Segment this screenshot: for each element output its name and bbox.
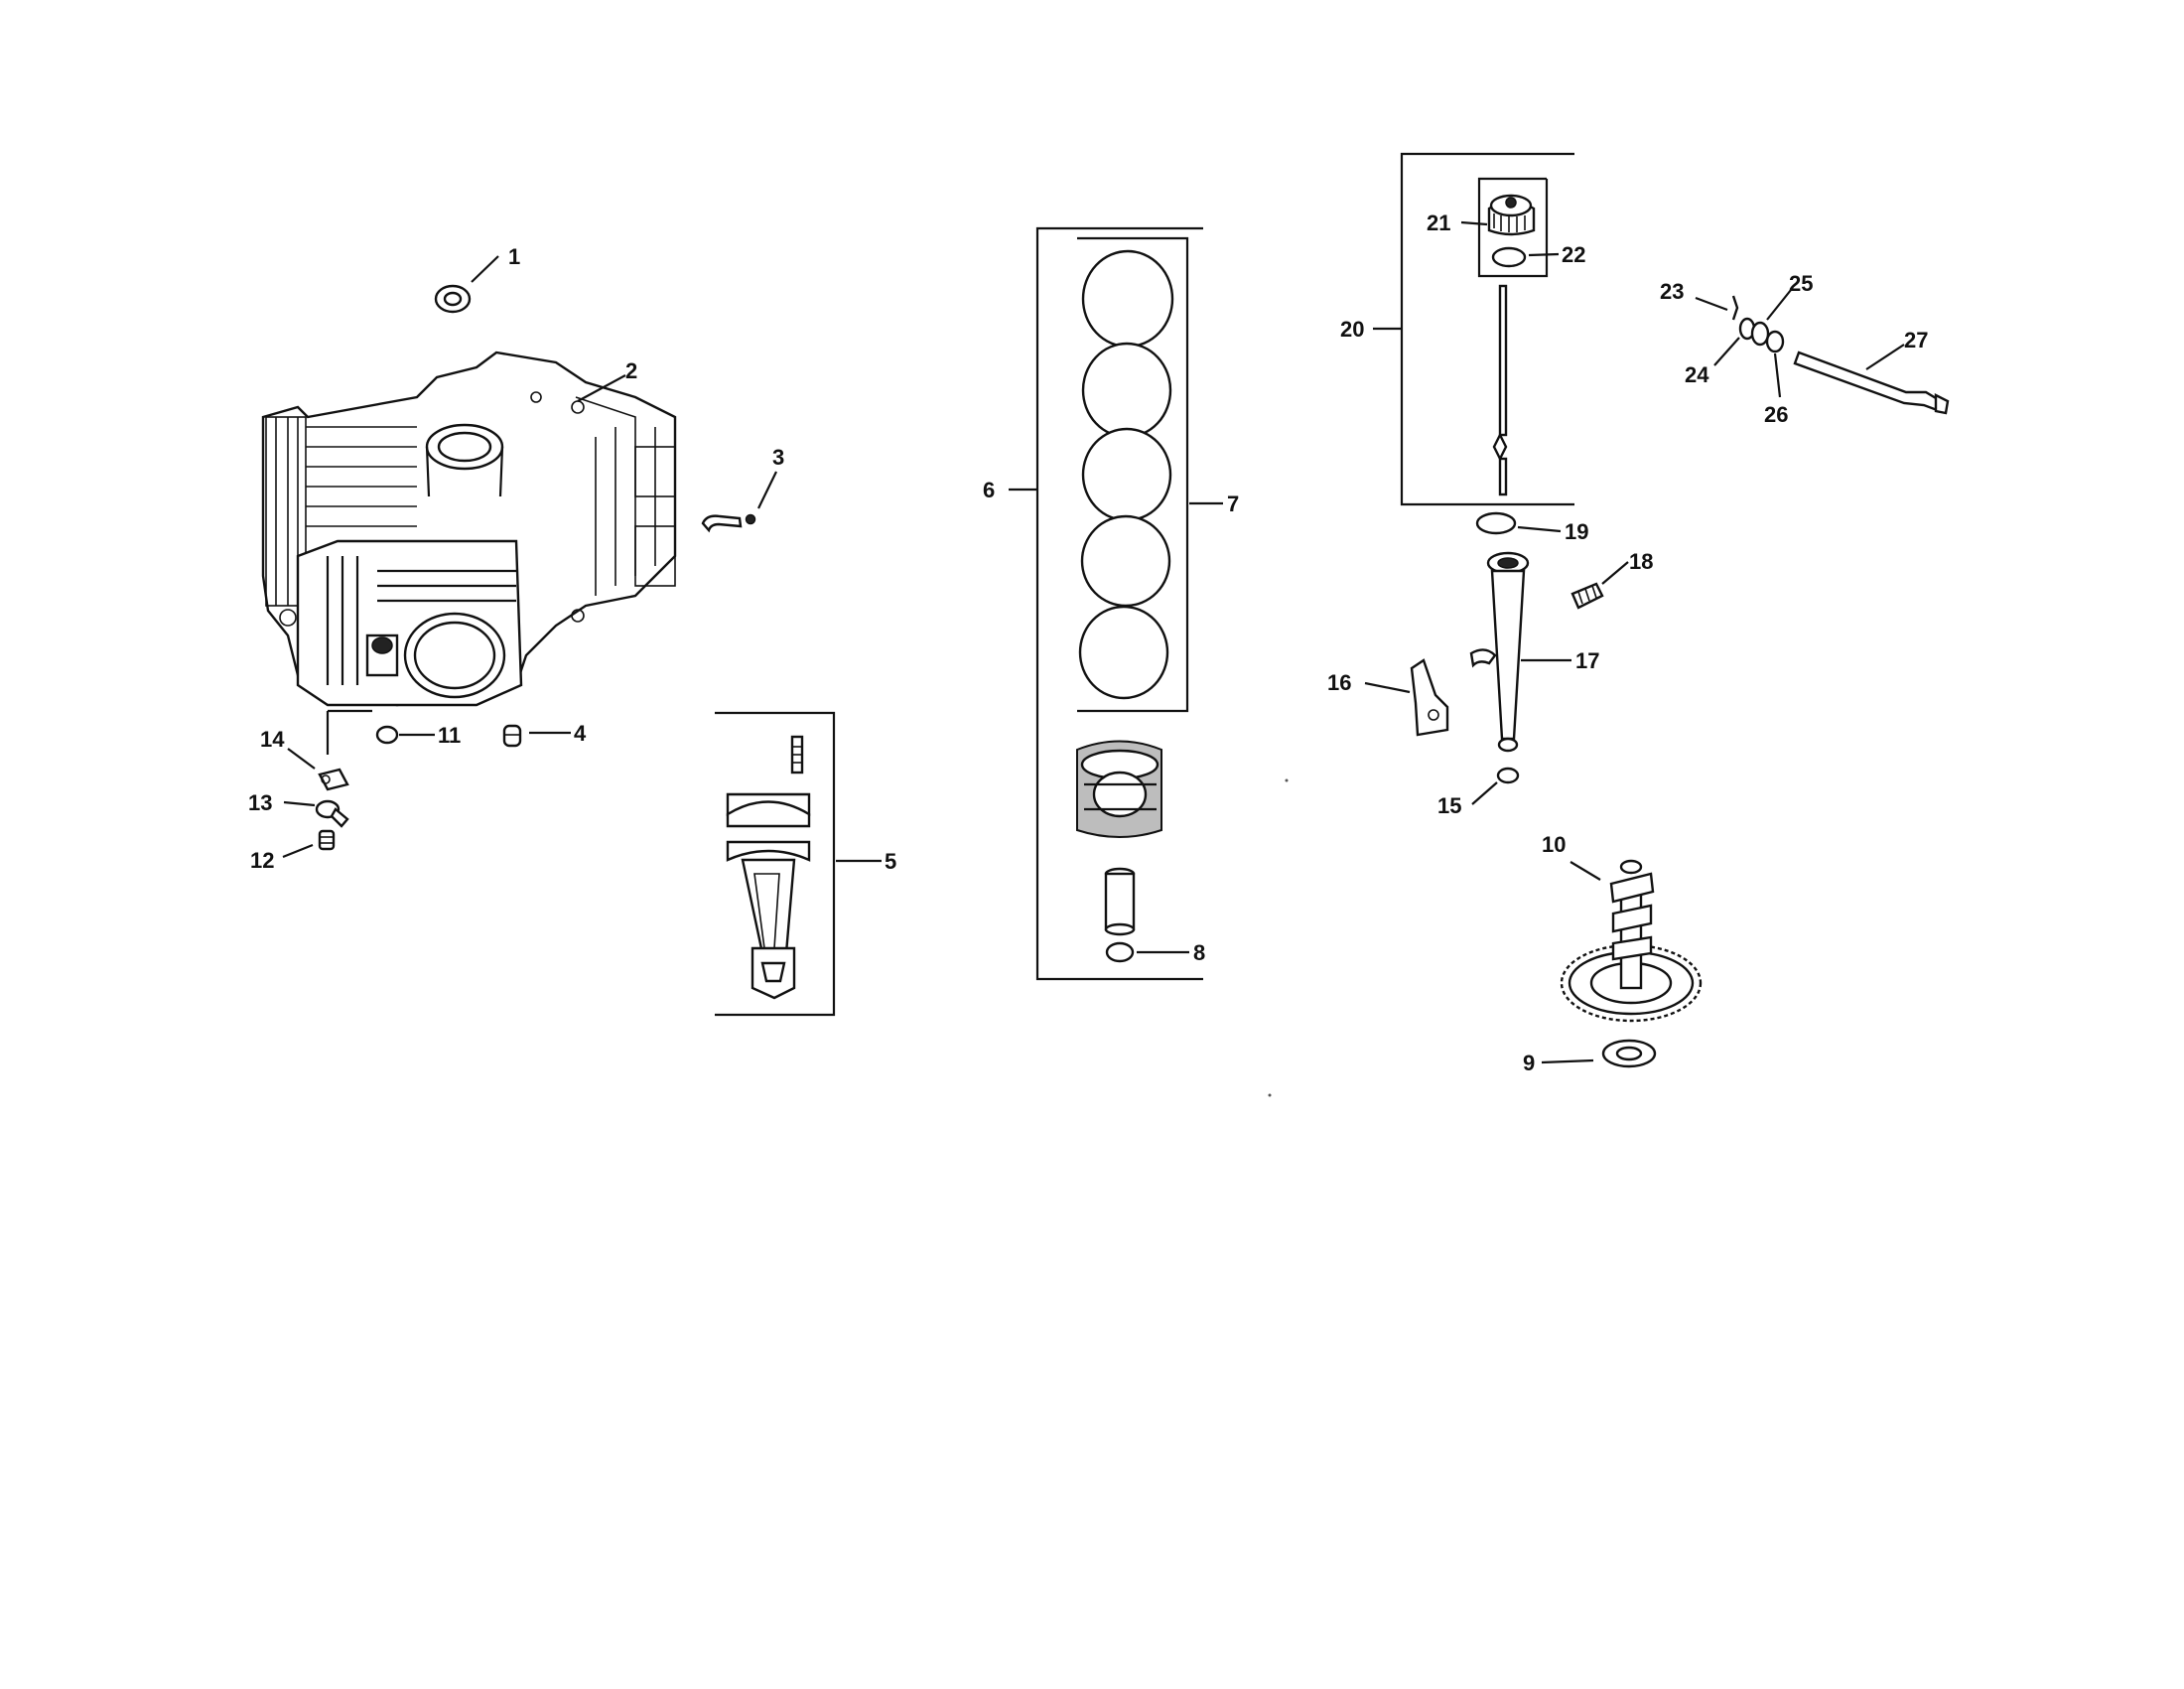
part-18-screw bbox=[1570, 582, 1604, 610]
part-12-screw bbox=[318, 829, 336, 851]
part-2-crankcase bbox=[261, 351, 677, 707]
callout-24: 24 bbox=[1685, 362, 1709, 387]
part-27-tube bbox=[1793, 351, 1950, 415]
part-20-dipstick-group bbox=[1400, 152, 1574, 506]
callout-25: 25 bbox=[1789, 271, 1813, 296]
callout-13: 13 bbox=[248, 790, 272, 815]
callout-9: 9 bbox=[1523, 1051, 1535, 1075]
callout-17: 17 bbox=[1575, 648, 1599, 673]
part-23-clip bbox=[1731, 295, 1739, 321]
callout-19: 19 bbox=[1565, 519, 1588, 544]
callout-14: 14 bbox=[260, 727, 285, 752]
callout-5: 5 bbox=[885, 849, 896, 874]
callout-4: 4 bbox=[574, 721, 587, 746]
dipstick-blade bbox=[1492, 284, 1508, 496]
callout-6: 6 bbox=[983, 478, 995, 502]
part-7-piston-rings bbox=[1078, 249, 1174, 700]
callout-2: 2 bbox=[625, 358, 637, 383]
callout-27: 27 bbox=[1904, 328, 1928, 352]
callout-10: 10 bbox=[1542, 832, 1566, 857]
part-14-clip bbox=[318, 768, 349, 791]
part-3-breather-tube bbox=[701, 513, 756, 533]
part-21-dipstick-cap bbox=[1487, 194, 1536, 236]
part-16-bracket bbox=[1410, 658, 1449, 737]
part-8-retainer bbox=[1105, 941, 1135, 963]
callout-18: 18 bbox=[1629, 549, 1653, 574]
callout-15: 15 bbox=[1437, 793, 1461, 818]
callout-20: 20 bbox=[1340, 317, 1364, 342]
callout-16: 16 bbox=[1327, 670, 1351, 695]
callout-21: 21 bbox=[1427, 211, 1450, 235]
callout-8: 8 bbox=[1193, 940, 1205, 965]
callout-11: 11 bbox=[438, 723, 461, 748]
piston-pin bbox=[1104, 867, 1136, 936]
callout-3: 3 bbox=[772, 445, 784, 470]
part-25-grommet bbox=[1750, 321, 1770, 347]
part-17-dipstick-tube bbox=[1469, 551, 1530, 753]
part-1-oil-seal bbox=[434, 284, 472, 314]
part-26-seal bbox=[1765, 330, 1785, 353]
part-10-camshaft bbox=[1560, 859, 1703, 1023]
part-6-piston-group bbox=[1035, 226, 1203, 981]
callout-12: 12 bbox=[250, 848, 274, 873]
callout-26: 26 bbox=[1764, 402, 1788, 427]
part-5-connecting-rod-group bbox=[715, 711, 836, 1017]
callout-labels: 1 2 3 4 5 6 7 8 9 10 11 12 13 14 15 16 1… bbox=[248, 211, 1928, 1075]
callout-23: 23 bbox=[1660, 279, 1684, 304]
part-13-eyelet bbox=[315, 799, 349, 828]
piston bbox=[1076, 740, 1162, 838]
leader-lines bbox=[282, 220, 1905, 1064]
callout-22: 22 bbox=[1562, 242, 1585, 267]
part-4-plug bbox=[502, 724, 522, 748]
callout-7: 7 bbox=[1227, 492, 1239, 516]
part-11-plug bbox=[375, 725, 399, 745]
callout-1: 1 bbox=[508, 244, 520, 269]
part-9-thrust-washer bbox=[1601, 1039, 1657, 1068]
